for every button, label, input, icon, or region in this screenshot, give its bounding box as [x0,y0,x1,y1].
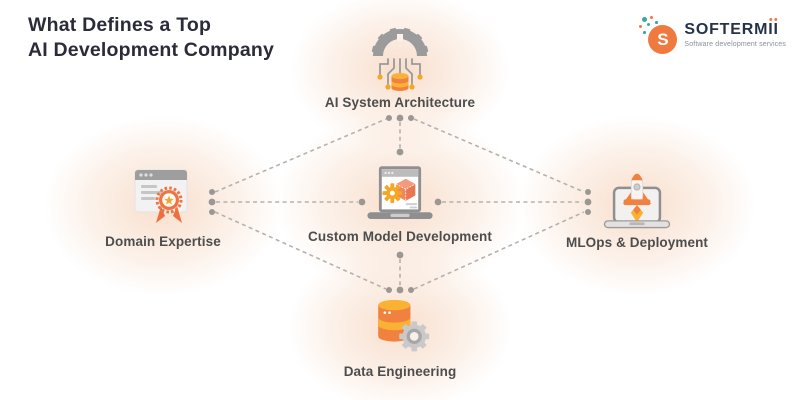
node-label-mlops-deployment: MLOps & Deployment [565,235,709,250]
laptop-ai-model-icon [367,166,433,219]
page-title: What Defines a Top AI Development Compan… [28,13,274,64]
logo-brand-prefix: SOFTERM [684,21,769,38]
database-gear-icon [378,299,430,352]
node-data-engineering: Data Engineering [300,294,500,379]
logo-letter-i: I [773,21,779,38]
node-label-ai-system-architecture: AI System Architecture [324,95,476,110]
logo-letter-i: I [768,21,774,38]
logo-monogram: S [648,25,678,54]
node-label-data-engineering: Data Engineering [343,364,457,379]
logo-dot [643,31,646,34]
softermii-logo-icon: S [639,16,678,54]
browser-award-icon [134,169,188,223]
node-label-domain-expertise: Domain Expertise [105,234,221,249]
node-ai-system-architecture: AI System Architecture [300,26,500,110]
node-mlops-deployment: MLOps & Deployment [537,165,737,250]
logo-dot [642,17,648,22]
logo-tagline: Software development services [684,41,786,48]
logo-dot [650,16,654,19]
laptop-rocket-icon [603,173,671,229]
gear-circuit-database-icon [371,27,429,91]
node-domain-expertise: Domain Expertise [63,166,263,249]
page-title-line1: What Defines a Top [28,14,212,36]
page-title-line2: AI Development Company [28,39,275,62]
node-custom-model-development: Custom Model Development [290,164,510,244]
logo-dot [647,23,651,26]
logo-dot [639,25,643,28]
logo-dot [655,21,658,24]
node-label-custom-model-development: Custom Model Development [308,229,492,244]
